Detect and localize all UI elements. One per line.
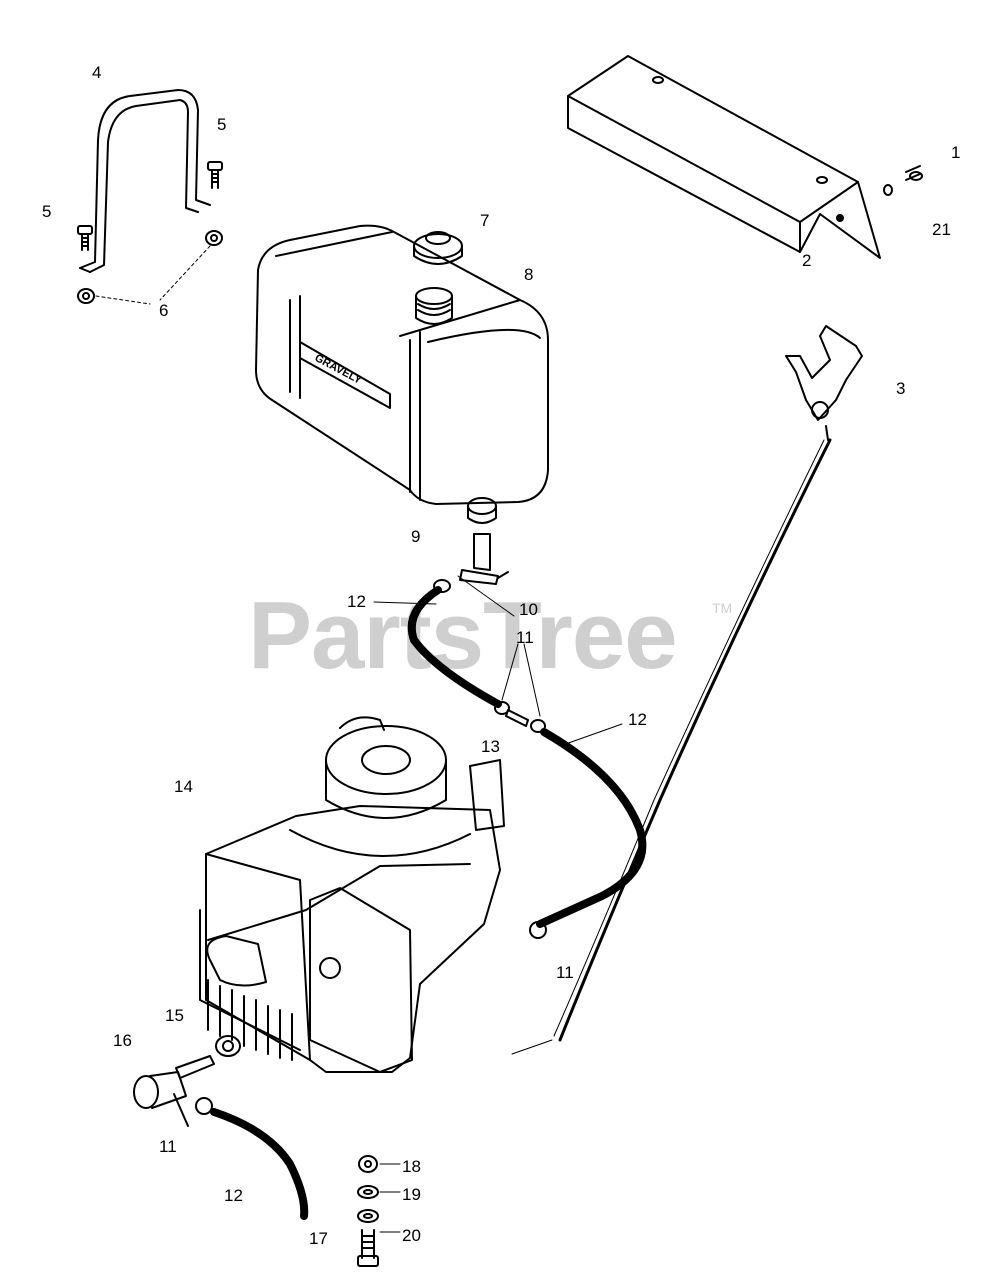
bushing [467, 497, 497, 524]
fuel-tank [255, 224, 549, 505]
fuel-line [536, 728, 647, 928]
callout-16: 16 [113, 1031, 132, 1050]
callout-8: 8 [524, 265, 534, 284]
hose-clamp [529, 921, 547, 939]
callout-4: 4 [92, 63, 102, 82]
callout-10: 10 [519, 600, 538, 619]
nut [358, 1155, 378, 1173]
nut [205, 230, 223, 246]
callout-11-right: 11 [556, 963, 574, 982]
bolt [77, 225, 93, 251]
fuel-line [407, 586, 502, 708]
callout-19: 19 [402, 1185, 421, 1204]
throttle-control [785, 325, 863, 441]
mounting-strap [79, 89, 211, 273]
washer [357, 1185, 379, 1199]
bracket [567, 55, 893, 259]
callout-18: 18 [402, 1157, 421, 1176]
callout-12-upper: 12 [347, 592, 366, 611]
shutoff-valve [133, 1055, 215, 1127]
callout-9: 9 [411, 527, 421, 546]
callout-11-mid: 11 [516, 628, 534, 647]
callout-11-lower: 11 [159, 1137, 177, 1156]
elbow-fitting [459, 533, 509, 585]
callout-5-lower: 5 [42, 202, 52, 221]
inline-filter [505, 709, 529, 727]
callout-5-upper: 5 [217, 115, 227, 134]
watermark-trademark: TM [712, 600, 733, 616]
engine [199, 716, 505, 1073]
watermark: PartsTree [248, 582, 678, 689]
callout-12-mid: 12 [628, 710, 647, 729]
fuel-line [210, 1108, 309, 1220]
callout-12-lower: 12 [224, 1186, 243, 1205]
nut [77, 288, 95, 304]
bolt [357, 1229, 379, 1267]
callout-17: 17 [309, 1229, 328, 1248]
hose-clamp [195, 1097, 213, 1115]
callout-21: 21 [932, 220, 951, 239]
bolt [207, 161, 223, 189]
throttle-cable [558, 438, 832, 1042]
callout-1: 1 [951, 143, 961, 162]
hose-clamp [494, 701, 510, 715]
callout-14: 14 [174, 777, 193, 796]
screw [905, 165, 923, 181]
callout-2: 2 [802, 251, 812, 270]
hose-clamp [433, 579, 451, 593]
washer [357, 1209, 379, 1223]
callout-13: 13 [481, 737, 500, 756]
fuel-cap [413, 231, 463, 265]
fitting [215, 1035, 241, 1057]
hose-clamp [530, 719, 546, 733]
callout-3: 3 [896, 379, 906, 398]
callout-20: 20 [402, 1226, 421, 1245]
callout-15: 15 [165, 1006, 184, 1025]
callout-6: 6 [159, 301, 169, 320]
callout-7: 7 [480, 211, 490, 230]
